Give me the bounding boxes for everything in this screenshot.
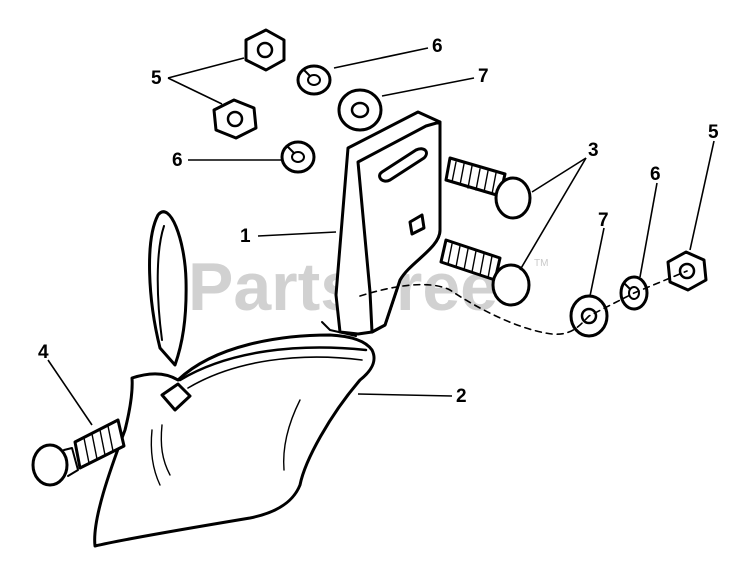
callout-6-left: 6 xyxy=(172,150,183,171)
flat-washer-top xyxy=(337,88,383,132)
lock-washer-top xyxy=(296,64,332,96)
shovel-blade xyxy=(93,210,376,548)
leader-lines xyxy=(47,47,715,426)
callout-3: 3 xyxy=(588,140,599,161)
callout-6-top: 6 xyxy=(432,36,443,57)
watermark-trademark: TM xyxy=(534,258,548,269)
carriage-bolt-left xyxy=(31,418,126,487)
callout-4: 4 xyxy=(38,342,49,363)
callout-5-top: 5 xyxy=(151,68,162,89)
callout-5-right: 5 xyxy=(708,122,719,143)
lock-washer-left xyxy=(280,140,316,174)
carriage-bolt-upper xyxy=(444,156,532,220)
hex-nut-mid xyxy=(212,98,258,140)
callout-6-right: 6 xyxy=(650,164,661,185)
carriage-bolt-lower xyxy=(439,238,531,307)
callout-1: 1 xyxy=(240,226,251,247)
assembly-dashed-line xyxy=(359,270,688,335)
standard-bracket xyxy=(321,110,442,337)
hex-nut-top xyxy=(244,28,286,72)
callout-7-top: 7 xyxy=(478,66,489,87)
callout-7-right: 7 xyxy=(598,210,609,231)
callout-2: 2 xyxy=(456,386,467,407)
